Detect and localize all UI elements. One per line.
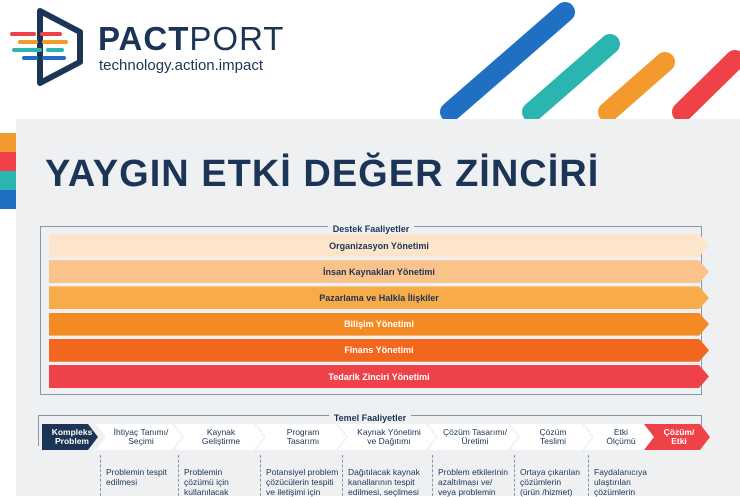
primary-step-label: Çözüm/ Etki	[663, 426, 695, 446]
primary-step-label: İhtiyaç Tanımı/ Seçimi	[113, 426, 169, 446]
primary-step-description-text: Problem etkilerinin azaltılması ve/ veya…	[438, 467, 508, 497]
brand-name-bold: PACT	[98, 20, 190, 57]
pactport-logo-icon	[10, 8, 83, 86]
primary-step-label: Program Tasarımı	[286, 426, 320, 446]
primary-step-chevron: Kompleks Problem	[42, 424, 98, 450]
edge-color-tabs	[0, 133, 18, 209]
value-chain-slide: YAYGIN ETKİ DEĞER ZİNCİRİ Destek Faaliye…	[16, 119, 740, 496]
support-activity-arrow: Organizasyon Yönetimi	[49, 234, 709, 257]
primary-step-description-text: Faydalanıcıya ulaştırılan çözümlerin	[594, 467, 647, 497]
primary-step-chevron: Kaynak Yönetimi ve Dağıtımı	[338, 424, 436, 450]
brand-name-light: PORT	[189, 20, 285, 57]
primary-step-description: Faydalanıcıya ulaştırılan çözümlerin	[588, 455, 653, 496]
primary-step-description: Potansiyel problem çözücülerin tespiti v…	[260, 455, 345, 496]
primary-step-description: Problemin çözümü için kullanılacak	[178, 455, 263, 496]
brand-name: PACTPORT	[98, 22, 284, 55]
support-heading: Destek Faaliyetler	[327, 224, 415, 234]
primary-step-chevron: Çözüm/ Etki	[644, 424, 710, 450]
primary-step-description: Problem etkilerinin azaltılması ve/ veya…	[432, 455, 517, 496]
primary-step-description: Dağıtılacak kaynak kanallarının tespit e…	[342, 455, 435, 496]
primary-step-label: Kompleks Problem	[51, 426, 93, 446]
support-activity-label: Bilişim Yönetimi	[344, 319, 414, 330]
primary-step-chevron: Etki Ölçümü	[584, 424, 654, 450]
primary-step-description-text: Potansiyel problem çözücülerin tespiti v…	[266, 467, 339, 497]
primary-step-label: Kaynak Geliştirme	[201, 426, 241, 446]
primary-step-chevron: Çözüm Teslimi	[510, 424, 592, 450]
primary-heading: Temel Faaliyetler	[328, 413, 412, 423]
primary-step-chevron: Çözüm Tasarımı/ Üretimi	[428, 424, 518, 450]
primary-step-label: Çözüm Tasarımı/ Üretimi	[442, 426, 508, 446]
primary-step-chevron: İhtiyaç Tanımı/ Seçimi	[96, 424, 182, 450]
support-activity-arrow: Tedarik Zinciri Yönetimi	[49, 365, 709, 388]
primary-step-description-text: Ortaya çıkarılan çözümlerin (ürün /hizme…	[520, 467, 580, 497]
primary-step-chevron: Kaynak Geliştirme	[174, 424, 264, 450]
support-activities-box: Destek Faaliyetler	[40, 224, 702, 395]
primary-step-description-text: Problemin çözümü için kullanılacak	[184, 467, 229, 497]
primary-step-description: Ortaya çıkarılan çözümlerin (ürün /hizme…	[514, 455, 591, 496]
support-activity-arrow: Finans Yönetimi	[49, 338, 709, 362]
primary-step-label: Kaynak Yönetimi ve Dağıtımı	[357, 426, 421, 446]
support-activity-arrow: Bilişim Yönetimi	[49, 312, 709, 336]
primary-step-chevron: Program Tasarımı	[256, 424, 346, 450]
brand-tagline: technology.action.impact	[99, 57, 263, 74]
support-activity-label: Tedarik Zinciri Yönetimi	[328, 371, 430, 382]
primary-step-label: Çözüm Teslimi	[539, 426, 567, 446]
primary-step-description-text: Dağıtılacak kaynak kanallarının tespit e…	[348, 467, 420, 497]
support-activity-arrow: İnsan Kaynakları Yönetimi	[49, 260, 709, 284]
support-activity-label: Pazarlama ve Halkla İlişkiler	[319, 292, 439, 303]
primary-step-label: Etki Ölçümü	[606, 426, 636, 446]
decorative-stripes	[440, 2, 740, 120]
primary-step-description-text: Problemin tespit edilmesi	[106, 467, 167, 487]
primary-step-description: Problemin tespit edilmesi	[100, 455, 181, 496]
support-activity-arrow: Pazarlama ve Halkla İlişkiler	[49, 286, 709, 310]
support-activity-label: Finans Yönetimi	[344, 345, 414, 356]
support-activity-label: İnsan Kaynakları Yönetimi	[323, 266, 435, 277]
slide-title: YAYGIN ETKİ DEĞER ZİNCİRİ	[45, 153, 600, 195]
support-activity-label: Organizasyon Yönetimi	[329, 240, 429, 251]
